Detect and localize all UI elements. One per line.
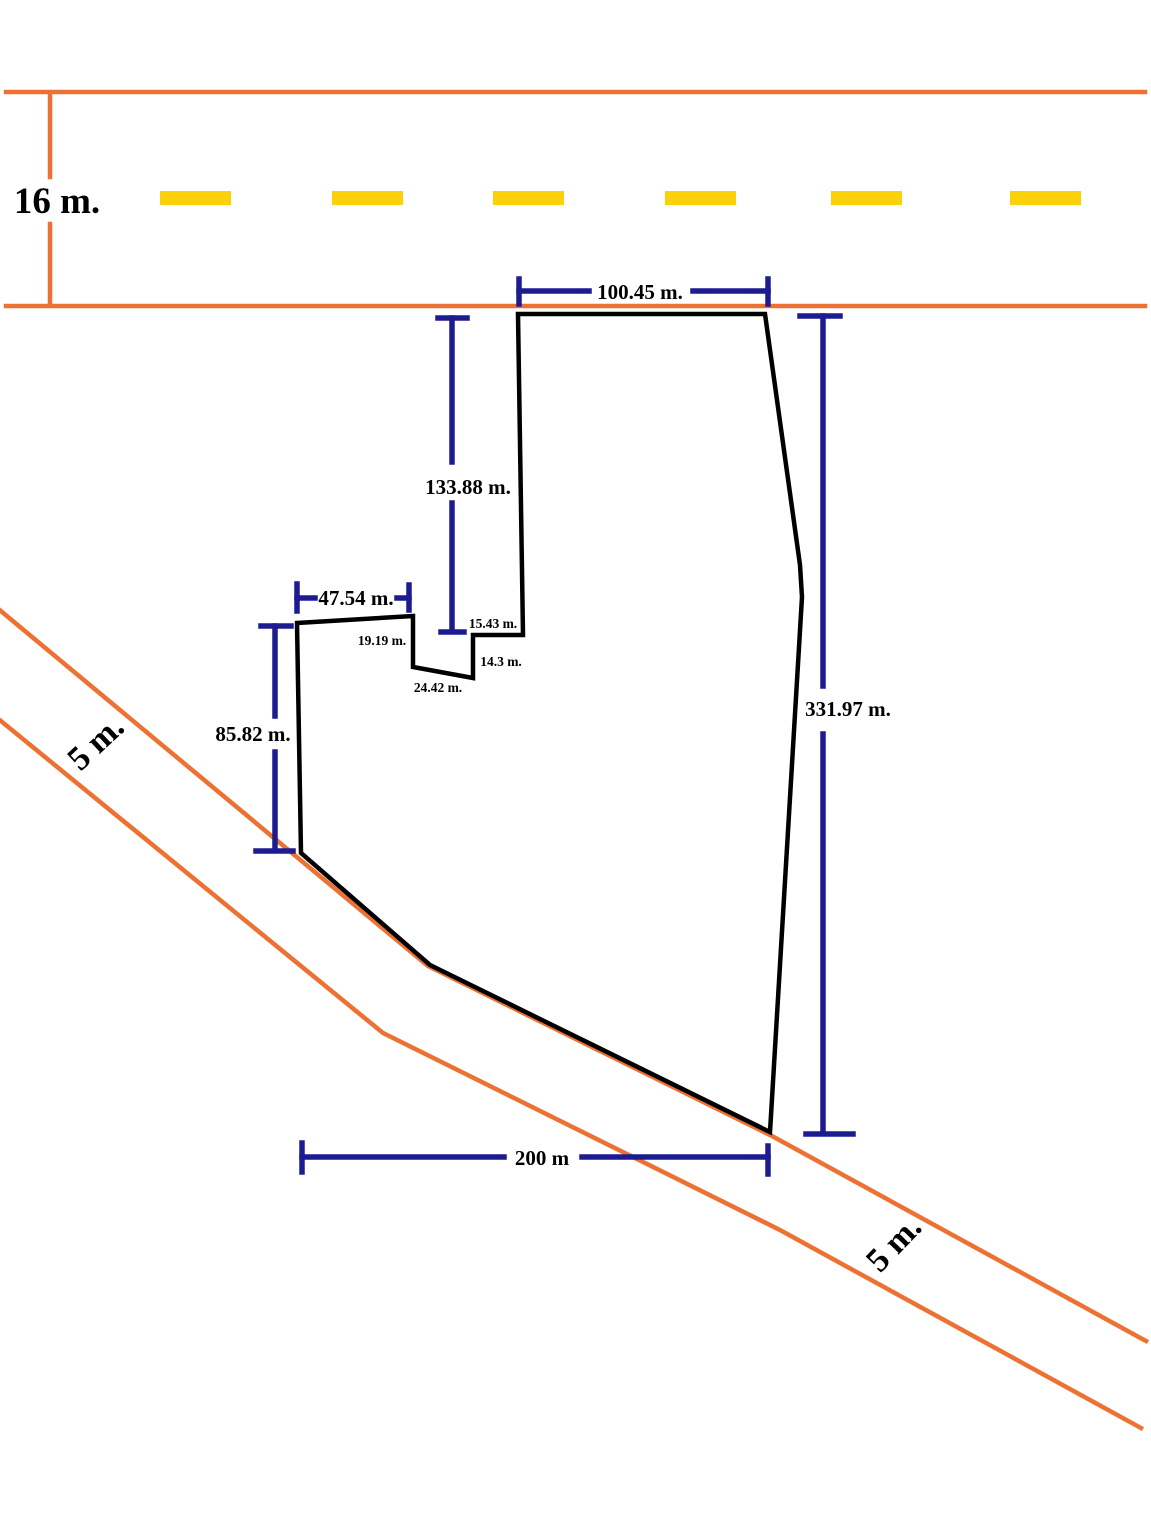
dimension-plot-left-lower: 85.82 m.: [215, 623, 296, 854]
lane-dash-icon: [493, 191, 564, 205]
lane-dash-icon: [160, 191, 231, 205]
side-road-lower-edge: [0, 717, 1145, 1432]
side-road: 5 m. 5 m.: [0, 607, 1150, 1432]
dim-label: 85.82 m.: [215, 722, 290, 746]
dimension-plot-bottom-width: 200 m: [299, 1140, 771, 1177]
side-road-width-label-lower: 5 m.: [859, 1209, 929, 1280]
dim-label: 133.88 m.: [425, 475, 511, 499]
notch-step-top-label: 15.43 m.: [469, 616, 517, 631]
lane-dash-icon: [831, 191, 902, 205]
dimension-plot-left-upper: 133.88 m.: [425, 315, 511, 635]
dimension-plot-right-side: 331.97 m.: [797, 313, 891, 1137]
notch-bottom-label: 24.42 m.: [414, 680, 462, 695]
notch-left-side-label: 19.19 m.: [358, 633, 406, 648]
land-plot-boundary: [294, 311, 805, 1136]
notch-right-side-label: 14.3 m.: [480, 654, 522, 669]
dim-label: 331.97 m.: [805, 697, 891, 721]
top-road: 16 m.: [3, 89, 1148, 309]
dimension-plot-top-width: 100.45 m.: [516, 276, 771, 307]
dim-label: 200 m: [515, 1146, 570, 1170]
top-road-width-label: 16 m.: [14, 181, 100, 222]
lane-dash-icon: [332, 191, 403, 205]
lane-dash-icon: [1010, 191, 1081, 205]
side-road-width-label-upper: 5 m.: [61, 708, 132, 778]
dim-label: 47.54 m.: [318, 586, 393, 610]
dim-label: 100.45 m.: [597, 280, 683, 304]
side-road-upper-edge: [0, 607, 1150, 1345]
lane-markings: [160, 191, 1081, 205]
dimension-notch-width: 47.54 m.: [294, 581, 412, 614]
lane-dash-icon: [665, 191, 736, 205]
